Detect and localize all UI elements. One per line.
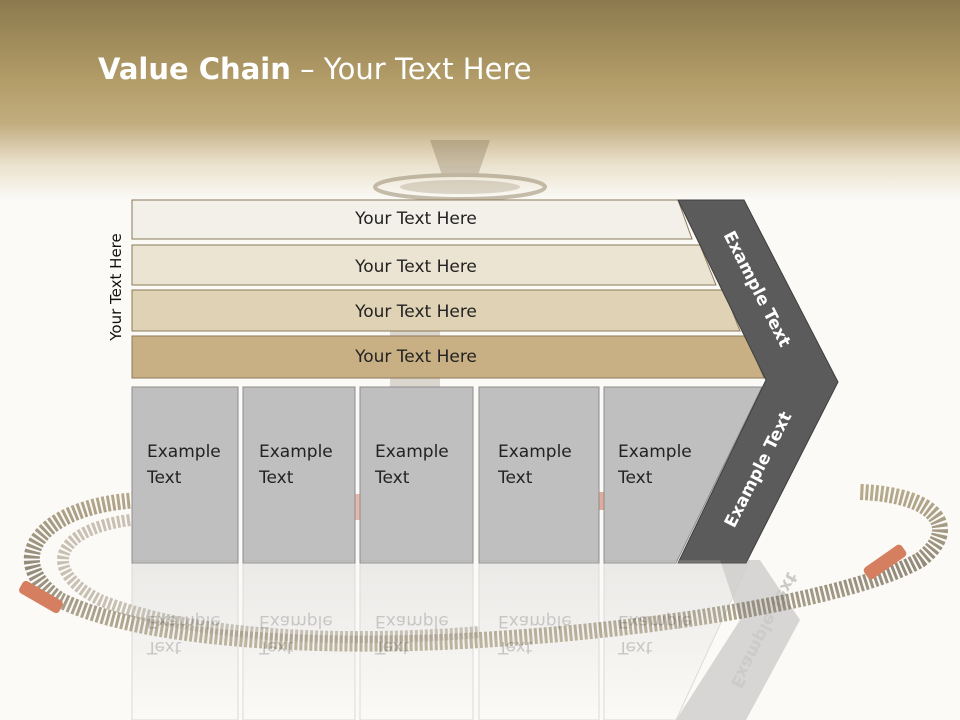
support-bar-1 <box>131 199 693 240</box>
activity-label-3-line2: Text <box>375 468 410 488</box>
activity-label-4-line2: Text <box>498 468 533 488</box>
header-band <box>0 0 960 200</box>
activity-box-1 <box>131 386 239 564</box>
support-bar-label-1: Your Text Here <box>355 209 477 229</box>
title-rest: – Your Text Here <box>290 52 532 86</box>
activity-box-3 <box>359 386 474 564</box>
activity-label-1-line1: Example <box>147 442 221 462</box>
activity-label-4-line1: Example <box>498 442 572 462</box>
activity-label-2-line2: Text <box>259 468 294 488</box>
title-bold: Value Chain <box>98 52 291 86</box>
hookah-stem-icon <box>373 140 547 201</box>
support-bar-label-4: Your Text Here <box>355 347 477 367</box>
support-bar-label-2: Your Text Here <box>355 257 477 277</box>
activity-label-2-line1: Example <box>259 442 333 462</box>
activity-box-2 <box>242 386 356 564</box>
page-title: Value Chain – Your Text Here <box>98 52 532 86</box>
activity-label-5-line1: Example <box>618 442 692 462</box>
activity-label-1-line2: Text <box>147 468 182 488</box>
support-bar-3 <box>131 289 741 332</box>
support-bar-2 <box>131 244 717 286</box>
support-bar-4 <box>131 335 765 379</box>
activity-box-4 <box>478 386 600 564</box>
support-bar-label-3: Your Text Here <box>355 302 477 322</box>
activity-label-3-line1: Example <box>375 442 449 462</box>
activity-label-5-line2: Text <box>618 468 653 488</box>
